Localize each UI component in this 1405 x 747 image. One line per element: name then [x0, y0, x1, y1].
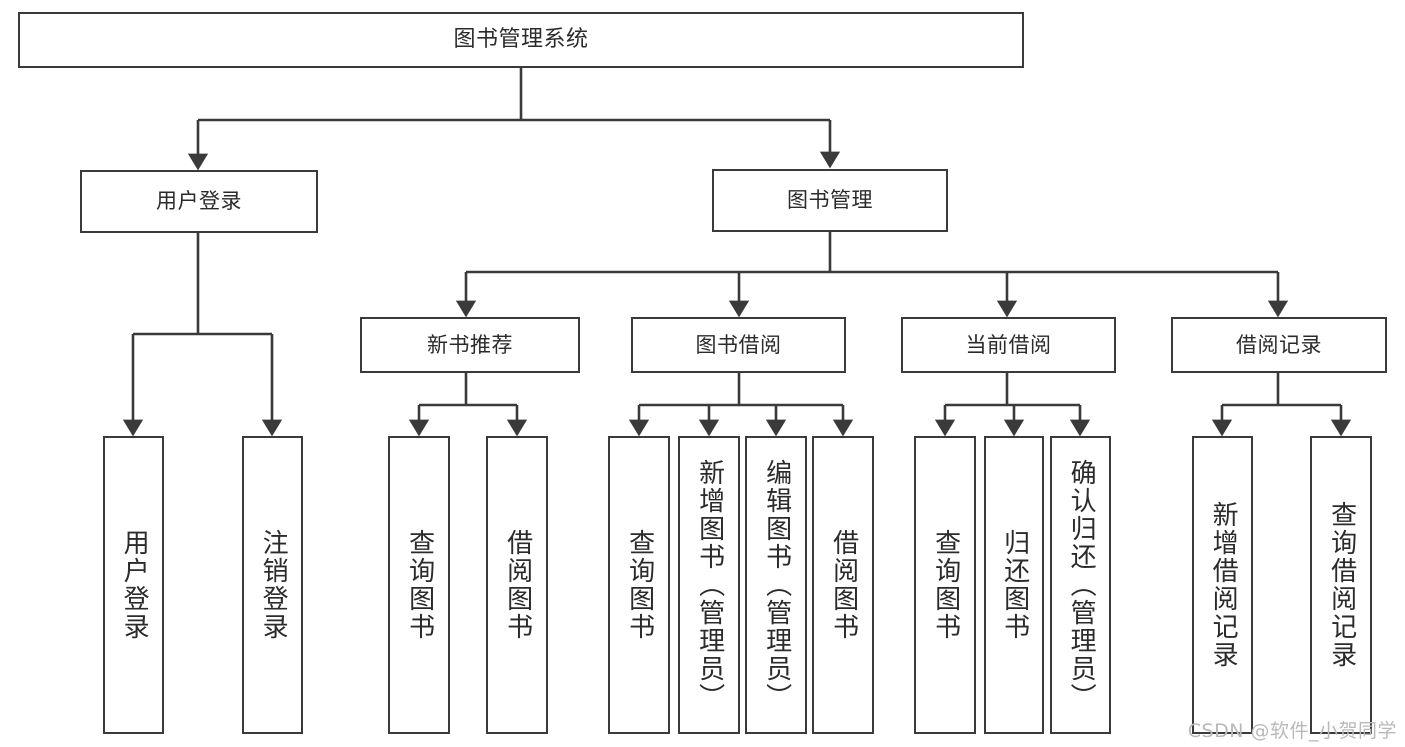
node-leaf-borrow-edit-label: 编辑图书（管理员） [761, 459, 792, 711]
node-leaf-borrow-lend[interactable]: 借阅图书 [812, 436, 874, 734]
node-new-book-recommend-label: 新书推荐 [427, 332, 513, 357]
node-root-system[interactable]: 图书管理系统 [18, 12, 1024, 68]
node-current-borrow[interactable]: 当前借阅 [901, 317, 1116, 373]
node-borrow-record-label: 借阅记录 [1236, 332, 1322, 357]
node-leaf-user-login-signin[interactable]: 用户登录 [103, 436, 164, 734]
node-leaf-record-query[interactable]: 查询借阅记录 [1310, 436, 1372, 734]
node-leaf-newbook-query[interactable]: 查询图书 [388, 436, 450, 734]
node-leaf-record-add[interactable]: 新增借阅记录 [1192, 436, 1253, 734]
node-leaf-user-login-signout-label: 注销登录 [258, 529, 289, 641]
node-user-login[interactable]: 用户登录 [80, 170, 318, 233]
node-book-management-label: 图书管理 [787, 188, 873, 213]
node-leaf-borrow-add[interactable]: 新增图书（管理员） [678, 436, 740, 734]
node-leaf-borrow-add-label: 新增图书（管理员） [694, 459, 725, 711]
node-leaf-borrow-edit[interactable]: 编辑图书（管理员） [745, 436, 807, 734]
node-leaf-record-query-label: 查询借阅记录 [1326, 501, 1357, 669]
node-book-borrow[interactable]: 图书借阅 [631, 317, 846, 373]
node-leaf-newbook-query-label: 查询图书 [404, 529, 435, 641]
node-leaf-current-confirm-return[interactable]: 确认归还（管理员） [1050, 436, 1111, 734]
node-leaf-newbook-borrow[interactable]: 借阅图书 [486, 436, 548, 734]
node-leaf-record-add-label: 新增借阅记录 [1208, 501, 1239, 669]
node-leaf-current-return-label: 归还图书 [999, 529, 1030, 641]
node-leaf-current-confirm-return-label: 确认归还（管理员） [1066, 459, 1097, 711]
node-leaf-current-query-label: 查询图书 [930, 529, 961, 641]
node-user-login-label: 用户登录 [156, 189, 242, 214]
node-leaf-user-login-signin-label: 用户登录 [119, 529, 150, 641]
node-book-management[interactable]: 图书管理 [712, 169, 948, 232]
node-leaf-user-login-signout[interactable]: 注销登录 [242, 436, 303, 734]
csdn-watermark: CSDN @软件_小贺同学 [1187, 720, 1397, 742]
node-leaf-borrow-query-label: 查询图书 [624, 529, 655, 641]
node-leaf-current-return[interactable]: 归还图书 [984, 436, 1044, 734]
node-current-borrow-label: 当前借阅 [965, 332, 1052, 357]
node-leaf-newbook-borrow-label: 借阅图书 [502, 529, 533, 641]
node-book-borrow-label: 图书借阅 [695, 332, 782, 357]
node-new-book-recommend[interactable]: 新书推荐 [360, 317, 580, 373]
node-borrow-record[interactable]: 借阅记录 [1171, 317, 1387, 373]
node-leaf-borrow-query[interactable]: 查询图书 [608, 436, 670, 734]
node-leaf-current-query[interactable]: 查询图书 [914, 436, 976, 734]
node-root-system-label: 图书管理系统 [453, 26, 589, 52]
node-leaf-borrow-lend-label: 借阅图书 [828, 529, 859, 641]
